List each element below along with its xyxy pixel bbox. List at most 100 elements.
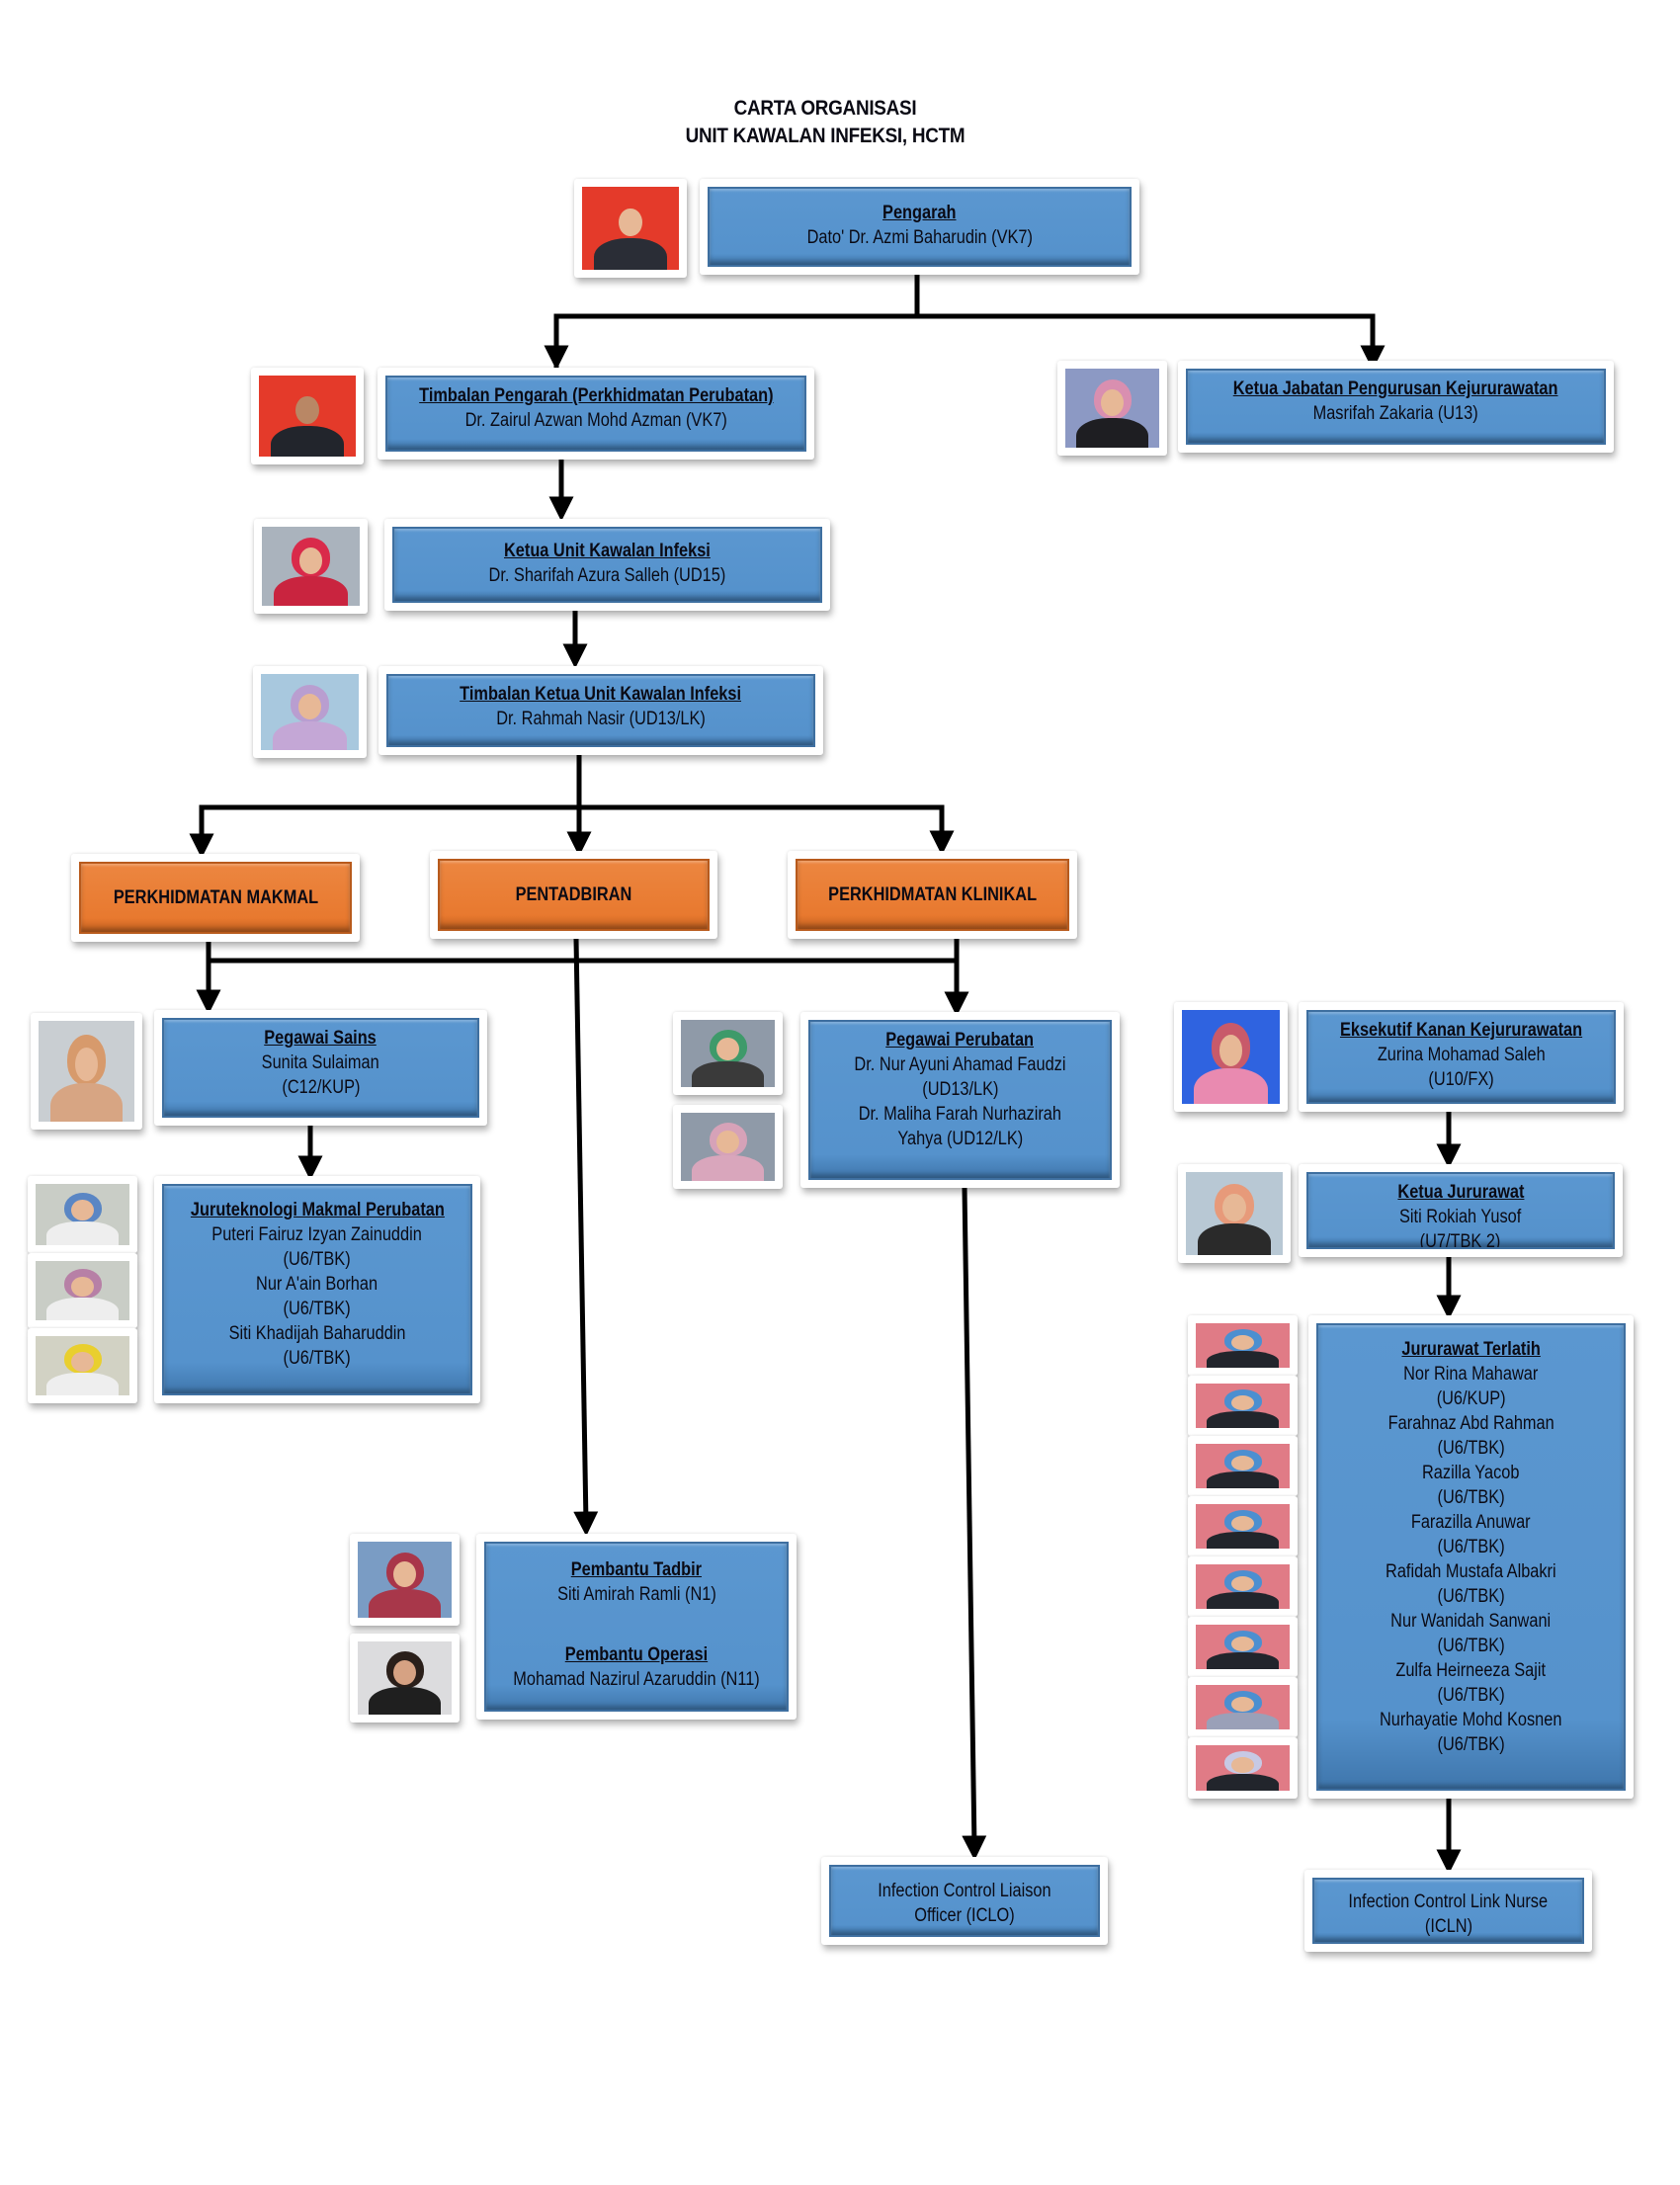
box-line: (U6/TBK) <box>283 1249 352 1270</box>
photo-juruteknologi-3 <box>28 1328 137 1403</box>
box-line: Dr. Zairul Azwan Mohd Azman (VK7) <box>464 410 727 431</box>
box-line: Rafidah Mustafa Albakri <box>1386 1561 1556 1582</box>
box-line: Sunita Sulaiman <box>261 1052 380 1073</box>
photo-ketua-jabatan <box>1057 361 1167 456</box>
box-line: Infection Control Liaison <box>878 1881 1051 1901</box>
box-pegawai-perubatan: Pegawai Perubatan Dr. Nur Ayuni Ahamad F… <box>800 1012 1120 1188</box>
box-line: Mohamad Nazirul Azaruddin (N11) <box>513 1669 760 1690</box>
box-heading: Timbalan Ketua Unit Kawalan Infeksi <box>460 684 742 705</box>
box-line: Yahya (UD12/LK) <box>897 1129 1023 1149</box>
box-line: (U6/TBK) <box>1437 1636 1505 1656</box>
box-heading-tadbir: Pembantu Tadbir <box>570 1559 703 1580</box>
box-line: (U6/TBK) <box>1437 1685 1505 1706</box>
box-heading: Pegawai Perubatan <box>885 1030 1035 1050</box>
box-heading: Ketua Jabatan Pengurusan Kejururawatan <box>1233 378 1558 399</box>
division-klinikal: PERKHIDMATAN KLINIKAL <box>788 851 1077 939</box>
photo-jururawat-terlatih-2 <box>1188 1376 1298 1436</box>
chart-title-line1: CARTA ORGANISASI <box>733 97 917 120</box>
photo-pengarah <box>574 179 687 278</box>
box-heading: Juruteknologi Makmal Perubatan <box>190 1200 445 1220</box>
box-line: Dato' Dr. Azmi Baharudin (VK7) <box>806 227 1033 248</box>
box-line: Razilla Yacob <box>1422 1463 1520 1483</box>
box-line: (U6/TBK) <box>1437 1438 1505 1459</box>
division-label: PERKHIDMATAN MAKMAL <box>113 887 318 908</box>
box-line: Siti Rokiah Yusof <box>1399 1207 1522 1227</box>
box-iclo: Infection Control Liaison Officer (ICLO) <box>821 1857 1108 1945</box>
division-makmal: PERKHIDMATAN MAKMAL <box>71 854 360 942</box>
photo-pembantu-operasi <box>350 1634 460 1723</box>
photo-jururawat-terlatih-1 <box>1188 1315 1298 1376</box>
photo-timbalan-ketua <box>253 666 367 758</box>
photo-pembantu-tadbir <box>350 1534 460 1626</box>
photo-ketua-unit <box>254 519 368 614</box>
box-line: (U6/TBK) <box>283 1299 352 1319</box>
photo-ketua-jururawat <box>1178 1164 1291 1263</box>
box-juruteknologi: Juruteknologi Makmal Perubatan Puteri Fa… <box>154 1176 480 1403</box>
division-label: PENTADBIRAN <box>515 884 632 905</box>
photo-juruteknologi-2 <box>28 1253 137 1328</box>
box-line: Farahnaz Abd Rahman <box>1387 1413 1554 1434</box>
box-line: (U6/TBK) <box>283 1348 352 1369</box>
box-pegawai-sains: Pegawai Sains Sunita Sulaiman (C12/KUP) <box>154 1010 487 1126</box>
box-line: Officer (ICLO) <box>914 1905 1015 1926</box>
photo-jururawat-terlatih-6 <box>1188 1617 1298 1677</box>
box-line: (U6/TBK) <box>1437 1537 1505 1557</box>
box-icln: Infection Control Link Nurse (ICLN) <box>1304 1870 1592 1952</box>
box-timbalan-pengarah: Timbalan Pengarah (Perkhidmatan Perubata… <box>378 368 814 460</box>
photo-pegawai-perubatan-1 <box>673 1012 783 1095</box>
photo-jururawat-terlatih-4 <box>1188 1496 1298 1556</box>
box-line: Zurina Mohamad Saleh <box>1377 1045 1546 1065</box>
box-heading: Ketua Jururawat <box>1396 1182 1525 1203</box>
box-heading-operasi: Pembantu Operasi <box>564 1644 709 1665</box>
box-line: Puteri Fairuz Izyan Zainuddin <box>211 1224 423 1245</box>
box-line: Nurhayatie Mohd Kosnen <box>1380 1710 1562 1730</box>
box-jururawat-terlatih: Jururawat Terlatih Nor Rina Mahawar (U6/… <box>1308 1315 1634 1799</box>
box-line: (UD13/LK) <box>921 1079 999 1100</box>
box-line: Nur Wanidah Sanwani <box>1390 1611 1552 1632</box>
division-label: PERKHIDMATAN KLINIKAL <box>828 884 1037 905</box>
photo-jururawat-terlatih-7 <box>1188 1677 1298 1737</box>
box-line: Infection Control Link Nurse <box>1348 1891 1549 1912</box>
box-heading: Timbalan Pengarah (Perkhidmatan Perubata… <box>418 385 774 406</box>
photo-pegawai-sains <box>31 1013 142 1130</box>
box-line: (U6/TBK) <box>1437 1734 1505 1755</box>
connector-arrow <box>573 938 599 1537</box>
box-heading: Pegawai Sains <box>264 1028 378 1049</box>
box-line: Zulfa Heirneeza Sajit <box>1395 1660 1547 1681</box>
box-ketua-jururawat: Ketua Jururawat Siti Rokiah Yusof (U7/TB… <box>1299 1164 1623 1257</box>
box-line: (U7/TBK 2) <box>1420 1231 1501 1249</box>
box-line: Dr. Sharifah Azura Salleh (UD15) <box>488 565 726 586</box>
box-heading: Pengarah <box>882 203 957 223</box>
photo-juruteknologi-1 <box>28 1176 137 1253</box>
photo-timbalan-pengarah <box>251 368 364 464</box>
box-timbalan-ketua: Timbalan Ketua Unit Kawalan Infeksi Dr. … <box>378 666 823 755</box>
photo-eksekutif <box>1174 1002 1288 1112</box>
box-line: Dr. Nur Ayuni Ahamad Faudzi <box>854 1054 1066 1075</box>
box-heading: Ketua Unit Kawalan Infeksi <box>504 541 711 561</box>
box-pembantu: Pembantu Tadbir Siti Amirah Ramli (N1) P… <box>476 1534 797 1720</box>
box-line: Farazilla Anuwar <box>1411 1512 1531 1533</box>
box-line: Siti Khadijah Baharuddin <box>228 1323 406 1344</box>
box-pengarah: Pengarah Dato' Dr. Azmi Baharudin (VK7) <box>700 179 1139 275</box>
box-eksekutif: Eksekutif Kanan Kejururawatan Zurina Moh… <box>1299 1002 1624 1112</box>
box-line: Nor Rina Mahawar <box>1403 1364 1539 1385</box>
box-heading: Eksekutif Kanan Kejururawatan <box>1339 1020 1583 1041</box>
box-line: (U6/KUP) <box>1436 1388 1506 1409</box>
box-line: Dr. Rahmah Nasir (UD13/LK) <box>496 709 706 729</box>
box-line: Dr. Maliha Farah Nurhazirah <box>858 1104 1062 1125</box>
photo-jururawat-terlatih-3 <box>1188 1436 1298 1496</box>
box-line: (ICLN) <box>1424 1916 1472 1937</box>
box-line: (C12/KUP) <box>281 1077 360 1098</box>
photo-pegawai-perubatan-2 <box>673 1105 783 1189</box>
box-line: (U10/FX) <box>1428 1069 1494 1090</box>
chart-title-line2: UNIT KAWALAN INFEKSI, HCTM <box>685 125 966 147</box>
photo-jururawat-terlatih-5 <box>1188 1556 1298 1617</box>
box-ketua-unit: Ketua Unit Kawalan Infeksi Dr. Sharifah … <box>384 519 830 611</box>
division-pentadbiran: PENTADBIRAN <box>430 851 717 939</box>
box-line: (U6/TBK) <box>1437 1487 1505 1508</box>
box-line: Nur A'ain Borhan <box>256 1274 378 1295</box>
box-line: Masrifah Zakaria (U13) <box>1312 403 1479 424</box>
connector-arrow <box>962 1187 987 1861</box>
box-ketua-jabatan: Ketua Jabatan Pengurusan Kejururawatan M… <box>1178 361 1614 453</box>
